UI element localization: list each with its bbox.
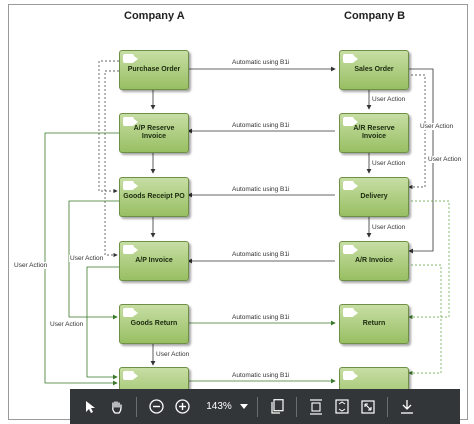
zoom-level[interactable]: 143% — [206, 401, 232, 412]
doc-icon — [123, 54, 138, 63]
hand-icon[interactable] — [104, 394, 130, 420]
diagram-canvas: Company A Company B — [8, 4, 468, 420]
node-sales-order[interactable]: Sales Order — [339, 50, 409, 90]
doc-icon — [343, 308, 358, 317]
viewer-toolbar: 143% — [70, 389, 460, 424]
label-automatic: Automatic using B1i — [231, 122, 291, 129]
doc-icon — [343, 181, 358, 190]
node-delivery[interactable]: Delivery — [339, 177, 409, 217]
doc-icon — [123, 117, 138, 126]
zoom-in-icon[interactable] — [169, 394, 195, 420]
label-user-action: User Action — [371, 224, 407, 231]
doc-icon — [123, 181, 138, 190]
cursor-icon[interactable] — [78, 394, 104, 420]
toolbar-divider — [136, 396, 137, 417]
label-automatic: Automatic using B1i — [231, 251, 291, 258]
toolbar-divider — [257, 396, 258, 417]
node-ap-invoice[interactable]: A/P Invoice — [119, 241, 189, 281]
label-user-action: User Action — [419, 123, 455, 130]
label-user-action: User Action — [427, 156, 463, 163]
page-icon[interactable] — [264, 394, 290, 420]
fit-height-icon[interactable] — [303, 394, 329, 420]
label-automatic: Automatic using B1i — [231, 314, 291, 321]
label-automatic: Automatic using B1i — [231, 59, 291, 66]
download-icon[interactable] — [394, 394, 420, 420]
label-user-action: User Action — [371, 160, 407, 167]
label-user-action: User Action — [49, 321, 85, 328]
node-goods-return[interactable]: Goods Return — [119, 304, 189, 344]
doc-icon — [343, 54, 358, 63]
company-b-title: Company B — [344, 10, 406, 22]
label-user-action: User Action — [371, 96, 407, 103]
node-ar-reserve-invoice[interactable]: A/R Reserve Invoice — [339, 113, 409, 153]
doc-icon — [343, 117, 358, 126]
toolbar-divider — [387, 396, 388, 417]
node-ap-reserve-invoice[interactable]: A/P Reserve Invoice — [119, 113, 189, 153]
connector-lines — [44, 60, 450, 386]
doc-icon — [123, 308, 138, 317]
toolbar-divider — [296, 396, 297, 417]
label-automatic: Automatic using B1i — [231, 372, 291, 379]
fit-page-icon[interactable] — [329, 394, 355, 420]
doc-icon — [123, 371, 138, 380]
node-goods-receipt-po[interactable]: Goods Receipt PO — [119, 177, 189, 217]
doc-icon — [123, 245, 138, 254]
node-purchase-order[interactable]: Purchase Order — [119, 50, 189, 90]
company-a-title: Company A — [124, 10, 185, 22]
zoom-out-icon[interactable] — [143, 394, 169, 420]
node-return[interactable]: Return — [339, 304, 409, 344]
label-user-action: User Action — [155, 351, 191, 358]
doc-icon — [343, 245, 358, 254]
node-ar-invoice[interactable]: A/R Invoice — [339, 241, 409, 281]
fullscreen-icon[interactable] — [355, 394, 381, 420]
label-user-action: User Action — [69, 255, 105, 262]
label-automatic: Automatic using B1i — [231, 186, 291, 193]
doc-icon — [343, 371, 358, 380]
label-user-action: User Action — [13, 262, 49, 269]
zoom-dropdown-icon[interactable] — [237, 394, 251, 420]
